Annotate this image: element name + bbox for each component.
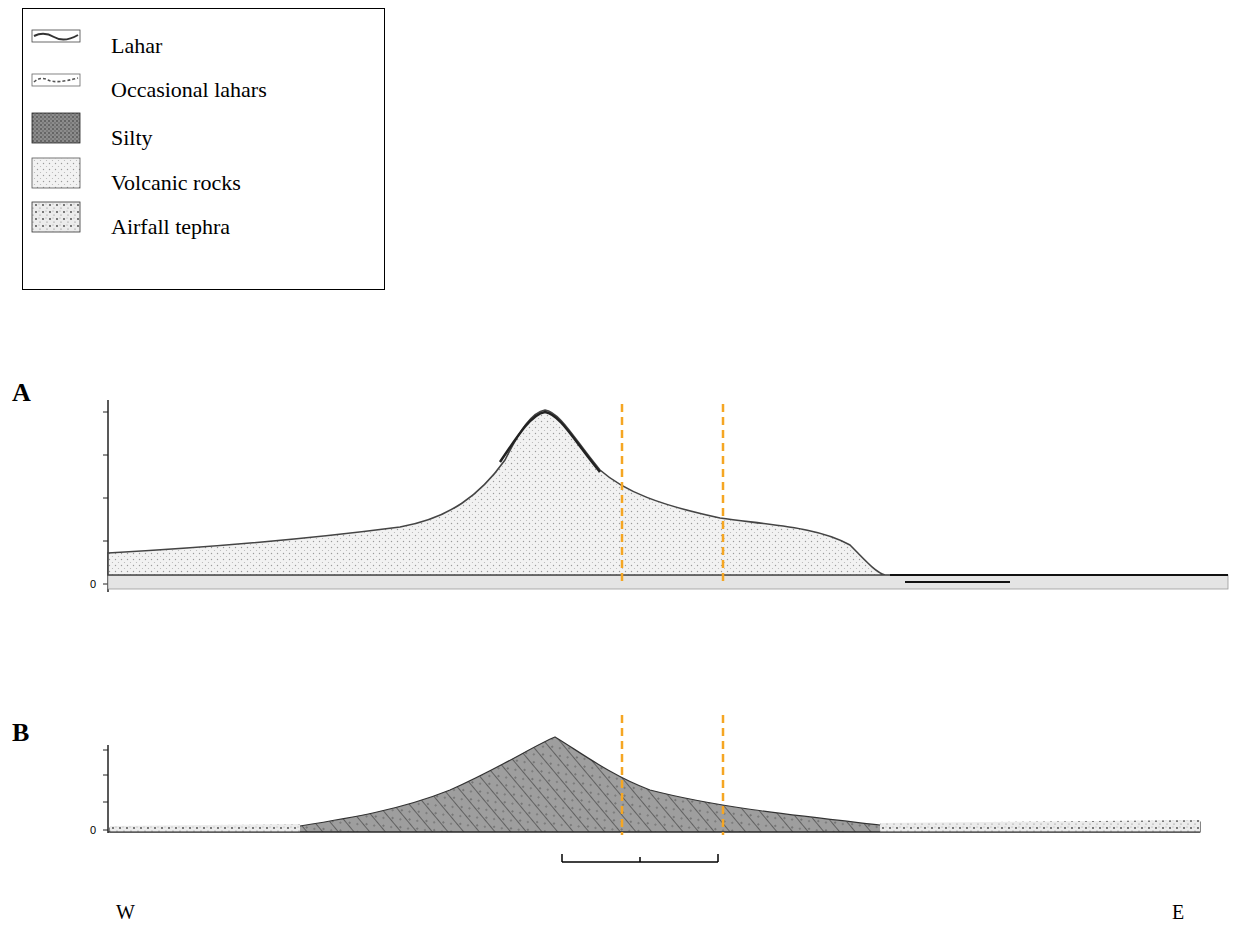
direction-label: E	[1172, 902, 1184, 922]
scale-bar	[639, 857, 641, 862]
marker-line	[722, 715, 725, 835]
lowland-deposits	[880, 820, 1200, 832]
tick	[103, 802, 108, 803]
panel-letter: B	[12, 720, 29, 746]
legend-text: Silty	[111, 127, 153, 149]
marker-line	[621, 404, 624, 586]
tick	[103, 830, 108, 831]
tick	[103, 412, 108, 413]
tick	[103, 541, 108, 542]
tick	[103, 750, 108, 751]
legend-text: Occasional lahars	[111, 79, 267, 101]
tick	[103, 775, 108, 776]
legend-swatches	[32, 30, 80, 232]
lahar-line	[34, 34, 78, 40]
volcanic-rocks-swatch	[32, 158, 80, 188]
baseline	[108, 831, 1200, 832]
legend-box: LaharOccasional laharsSiltyVolcanic rock…	[22, 8, 385, 290]
occasional-lahars-line	[34, 78, 78, 82]
legend-text: Airfall tephra	[111, 216, 230, 238]
panel-letter: A	[12, 380, 31, 406]
scale-bar	[717, 854, 719, 862]
tick	[103, 498, 108, 499]
airfall-tephra-swatch	[32, 202, 80, 232]
legend-text: Lahar	[111, 35, 162, 57]
panel-a	[103, 400, 1228, 592]
panel-b	[103, 737, 1200, 862]
silty-swatch	[32, 113, 80, 143]
occasional-lahars-swatch	[32, 74, 80, 86]
direction-label: W	[116, 902, 135, 922]
lowland-deposits	[110, 824, 300, 832]
marker-line	[621, 715, 624, 835]
y-axis	[107, 745, 109, 833]
volcano-section	[110, 737, 1200, 832]
profile-line	[905, 581, 1010, 583]
rainfall-profile	[108, 410, 1228, 575]
marker-line	[722, 404, 725, 586]
scale-bar	[561, 854, 563, 862]
lahar-swatch	[32, 30, 80, 42]
tick	[103, 455, 108, 456]
baseline-band	[108, 575, 1228, 589]
axis-tick-label: 0	[90, 579, 96, 590]
dashed-markers	[622, 404, 723, 835]
profile-line	[890, 574, 1228, 576]
tick	[103, 584, 108, 585]
profile-ridge	[500, 412, 600, 472]
legend-text: Volcanic rocks	[111, 172, 241, 194]
axis-tick-label: 0	[90, 825, 96, 836]
